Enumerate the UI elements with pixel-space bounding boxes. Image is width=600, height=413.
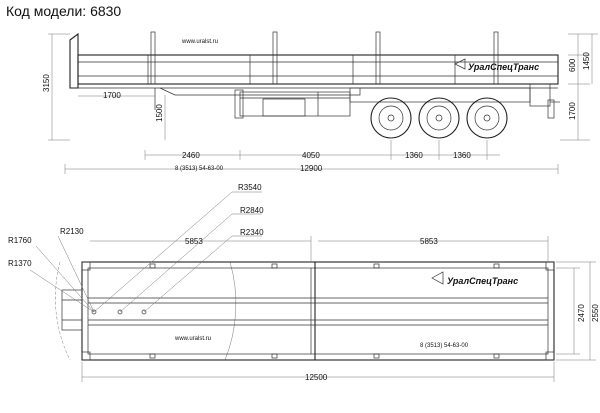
side-view: www.uralst.ru УралСпецТранс 3150 1700 15… (42, 31, 598, 174)
radius-r2130: R2130 (60, 227, 84, 236)
dim-total-length: 12900 (300, 164, 323, 173)
top-brand: УралСпецТранс (447, 276, 518, 286)
model-code-header: Код модели: 6830 (6, 3, 121, 19)
radius-r1370: R1370 (8, 259, 32, 268)
dim-platform-length: 12500 (305, 373, 328, 382)
kingpin-points (91, 309, 147, 315)
top-website: www.uralst.ru (174, 336, 211, 342)
dim-side-height: 600 (568, 58, 577, 72)
dim-front-overhang: 1700 (103, 91, 121, 100)
dim-side-top: 1450 (582, 52, 591, 70)
dim-axle-gap-1: 1360 (405, 151, 423, 160)
turning-arc-1 (224, 261, 237, 361)
model-code-value: 6830 (90, 3, 122, 19)
side-phone: 8 (3513) 54-63-00 (175, 166, 224, 172)
top-logo-icon (431, 271, 444, 285)
dim-bay-b: 4050 (302, 151, 320, 160)
side-website: www.uralst.ru (181, 39, 218, 45)
dim-kingpin-height: 1500 (155, 104, 164, 122)
dim-section-left: 5853 (185, 237, 203, 246)
dim-deck-height: 1700 (568, 102, 577, 120)
stake-pockets (81, 261, 555, 361)
side-brand: УралСпецТранс (468, 62, 539, 72)
radius-r2840: R2840 (240, 206, 264, 215)
dim-section-right: 5853 (420, 237, 438, 246)
dim-bay-a: 2460 (182, 151, 200, 160)
dim-axle-gap-2: 1360 (453, 151, 471, 160)
dim-outer-width: 2550 (591, 304, 600, 322)
model-code-label: Код модели: (6, 3, 87, 19)
top-phone: 8 (3513) 54-63-00 (420, 343, 469, 349)
dim-height-total: 3150 (42, 74, 51, 92)
radius-r2340: R2340 (240, 228, 264, 237)
side-logo-icon (454, 58, 466, 70)
radius-r1760: R1760 (8, 236, 32, 245)
radius-r3540: R3540 (238, 183, 262, 192)
dim-inner-width: 2470 (577, 304, 586, 322)
top-view: R3540 R2840 R2340 R2130 R1760 R1370 5853… (8, 183, 600, 382)
toolbox (239, 91, 351, 117)
wheels (370, 97, 508, 139)
front-wall (69, 32, 79, 89)
